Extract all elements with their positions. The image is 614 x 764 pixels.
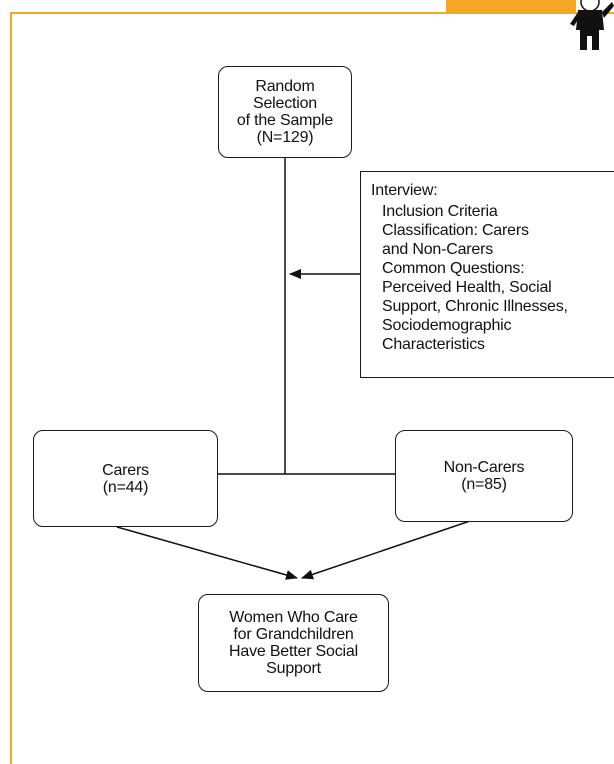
orange-frame-top xyxy=(10,12,614,14)
interview-line-6: Perceived Health, Social xyxy=(382,279,552,296)
orange-corner-tab xyxy=(446,0,576,13)
edge-noncarers-to-outcome xyxy=(301,520,471,580)
interview-line-9: Characteristics xyxy=(382,336,485,353)
interview-line-7: Support, Chronic Illnesses, xyxy=(382,298,568,315)
node-non-carers-label: Non-Carers (n=85) xyxy=(443,459,525,493)
node-outcome-label: Women Who Care for Grandchildren Have Be… xyxy=(229,609,358,677)
interview-line-4: and Non-Carers xyxy=(382,241,494,258)
person-figure-icon xyxy=(570,0,614,50)
interview-line-1: Interview: xyxy=(371,182,438,199)
interview-line-3: Classification: Carers xyxy=(382,222,529,239)
node-non-carers: Non-Carers (n=85) xyxy=(395,430,573,522)
node-carers-label: Carers (n=44) xyxy=(102,461,149,496)
interview-line-5: Common Questions: xyxy=(382,260,525,277)
interview-line-8: Sociodemographic xyxy=(382,317,512,334)
edge-carers-to-outcome xyxy=(116,526,298,580)
interview-note-box: Interview: Inclusion Criteria Classifica… xyxy=(360,171,614,378)
node-outcome: Women Who Care for Grandchildren Have Be… xyxy=(198,594,389,692)
interview-line-2: Inclusion Criteria xyxy=(382,203,498,220)
orange-frame-left xyxy=(10,12,12,764)
node-random-selection-label: Random Selection of the Sample (N=129) xyxy=(236,78,334,146)
node-random-selection: Random Selection of the Sample (N=129) xyxy=(218,66,352,158)
node-carers: Carers (n=44) xyxy=(33,430,218,527)
